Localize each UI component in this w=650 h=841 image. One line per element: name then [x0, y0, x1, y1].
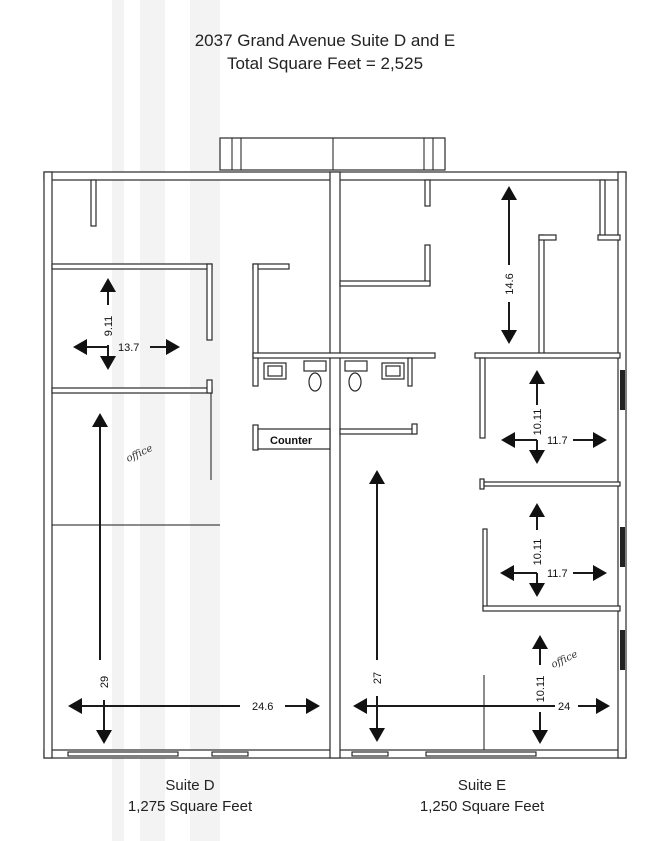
- suite-e-name: Suite E: [458, 777, 506, 794]
- dim-e-office2-width: 11.7: [547, 568, 568, 580]
- entry-canopy: [219, 137, 446, 171]
- dim-e-office1-width: 11.7: [547, 435, 568, 447]
- dim-e-top-depth: 14.6: [504, 273, 516, 294]
- counter: [257, 428, 331, 450]
- dim-d-room-depth: 9.11: [103, 316, 115, 337]
- dim-d-room-width: 13.7: [118, 342, 139, 354]
- scan-artifact: [112, 0, 124, 841]
- handwritten-office-note-d: office: [125, 443, 155, 465]
- plan-subtitle: Total Square Feet = 2,525: [227, 54, 423, 73]
- suite-d-name: Suite D: [165, 777, 214, 794]
- demising-wall: [329, 171, 341, 759]
- dim-e-office1-depth: 10.11: [532, 409, 544, 436]
- interior-walls-suite-d: [51, 179, 436, 526]
- interior-walls-suite-e: [339, 179, 621, 750]
- suite-d-area: 1,275 Square Feet: [128, 798, 253, 815]
- dimension-lines: [68, 186, 610, 744]
- counter-label: Counter: [270, 435, 313, 447]
- restroom-fixtures: [263, 357, 413, 392]
- dim-d-total-width: 24.6: [252, 701, 273, 713]
- dim-d-total-depth: 29: [99, 676, 111, 688]
- exterior-walls: [43, 171, 627, 759]
- dim-e-total-width: 24: [558, 701, 570, 713]
- plan-title: 2037 Grand Avenue Suite D and E: [195, 31, 456, 50]
- dimension-labels: 9.11 13.7 29 24.6 14.6 10.11 11.7 10.11 …: [99, 273, 570, 713]
- dim-e-office2-depth: 10.11: [532, 539, 544, 566]
- scan-artifact: [190, 0, 220, 841]
- scan-artifact: [140, 0, 165, 841]
- dim-e-total-depth: 27: [372, 672, 384, 684]
- dim-e-office3-depth: 10.11: [535, 676, 547, 703]
- handwritten-office-note-e: office: [550, 649, 580, 671]
- suite-e-area: 1,250 Square Feet: [420, 798, 545, 815]
